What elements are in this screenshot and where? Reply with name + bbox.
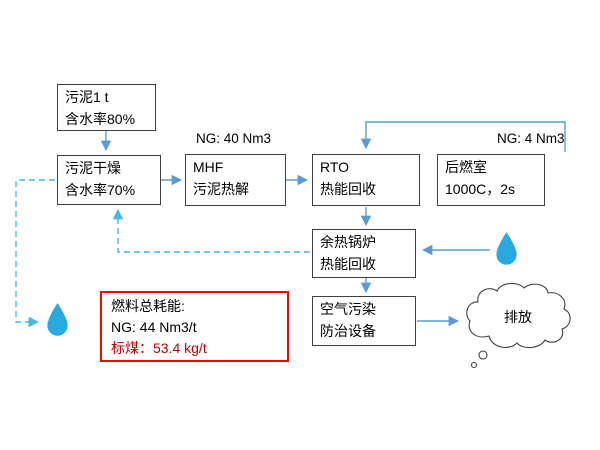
water-droplet-right-shape (496, 232, 517, 265)
box-sludge-input: 污泥1 t 含水率80% (57, 84, 156, 131)
dashed-boiler-heat-to-drying (112, 208, 310, 253)
label-ng-afterburner: NG: 4 Nm3 (497, 131, 565, 146)
box-boiler: 余热锅炉 热能回收 (312, 229, 416, 278)
box-rto: RTO 热能回收 (312, 154, 420, 206)
fuel-summary-line2: NG: 44 Nm3/t (111, 319, 197, 335)
cloud-tail-bubble-large (478, 350, 488, 360)
box-drying-line1: 污泥干燥 (65, 160, 121, 176)
droplet-shape (47, 303, 68, 336)
fuel-summary-line1: 燃料总耗能: (111, 298, 185, 314)
box-afterburner-line2: 1000C，2s (445, 181, 516, 197)
box-apc-line1: 空气污染 (320, 301, 376, 317)
box-drying: 污泥干燥 含水率70% (57, 155, 161, 205)
box-rto-line2: 热能回收 (320, 181, 376, 197)
box-rto-line1: RTO (320, 159, 350, 175)
cloud-outline (466, 282, 571, 349)
water-droplet-icon-right (493, 231, 520, 272)
box-mhf: MHF 污泥热解 (185, 154, 286, 206)
emission-cloud: 排放 (461, 282, 575, 372)
box-mhf-line1: MHF (193, 159, 224, 175)
arrow-afterburner-to-rto-loop (360, 121, 566, 152)
water-droplet-left-shape (47, 303, 68, 336)
emission-cloud-label: 排放 (504, 309, 532, 325)
box-boiler-line2: 热能回收 (320, 256, 376, 272)
label-ng-mhf: NG: 40 Nm3 (196, 131, 272, 146)
cloud-tail-bubble-small (470, 361, 478, 369)
box-sludge-input-line2: 含水率80% (65, 111, 136, 127)
box-afterburner: 后燃室 1000C，2s (437, 154, 545, 206)
fuel-summary-box: 燃料总耗能: NG: 44 Nm3/t 标煤：53.4 kg/t (100, 291, 289, 362)
box-apc-line2: 防治设备 (320, 323, 376, 339)
box-sludge-input-line1: 污泥1 t (65, 89, 109, 105)
emission-cloud-shape (466, 282, 571, 369)
droplet-shape (496, 232, 517, 265)
box-apc: 空气污染 防治设备 (312, 296, 416, 346)
water-droplet-icon-left (44, 302, 71, 343)
fuel-summary-line3: 标煤：53.4 kg/t (111, 340, 207, 356)
box-drying-line2: 含水率70% (65, 182, 136, 198)
box-mhf-line2: 污泥热解 (193, 181, 249, 197)
box-boiler-line1: 余热锅炉 (320, 234, 376, 250)
box-afterburner-line1: 后燃室 (445, 159, 487, 175)
dashed-drying-to-water (15, 179, 55, 328)
